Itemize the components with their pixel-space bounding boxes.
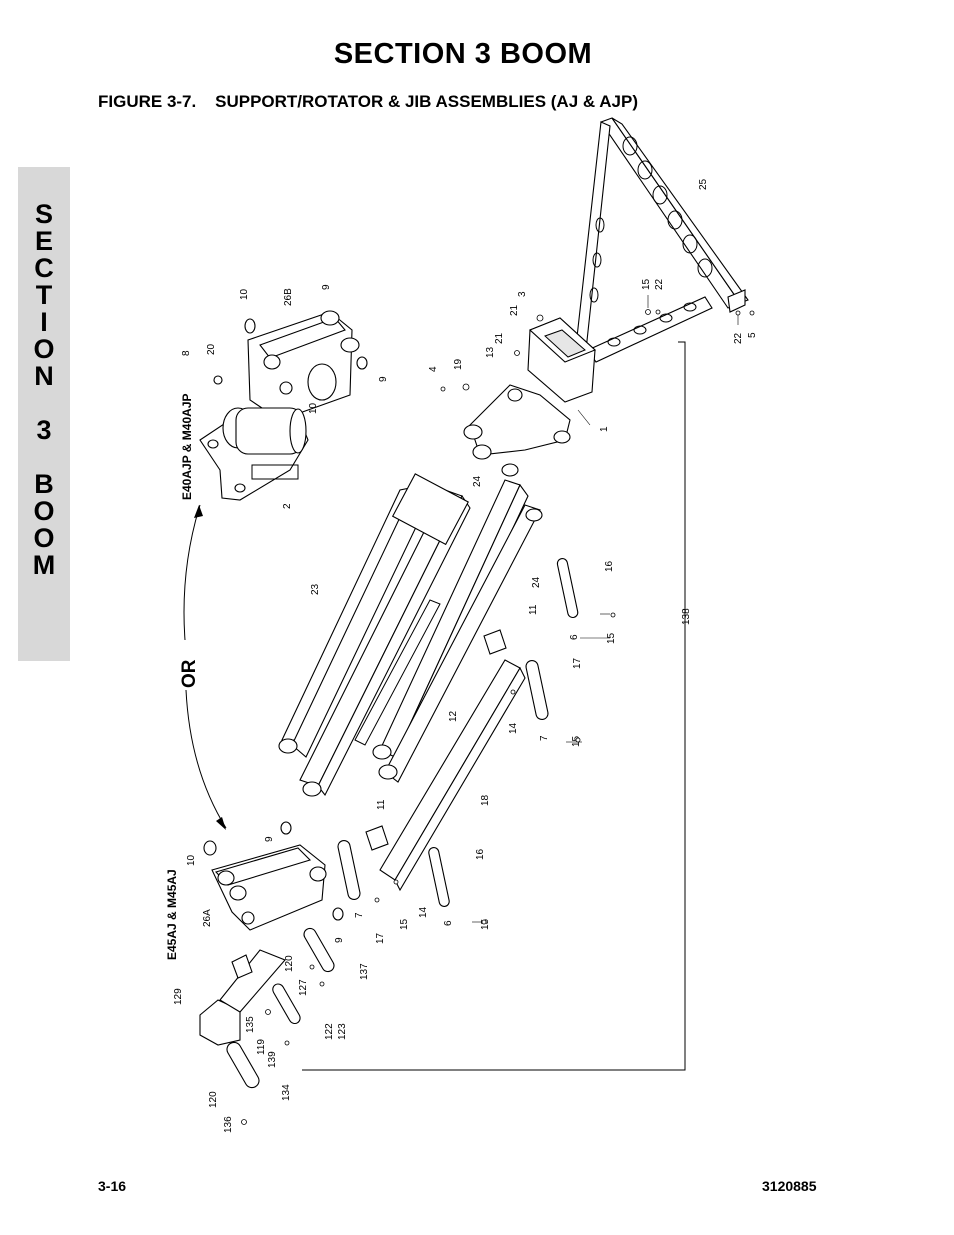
callout-120: 120 <box>284 955 295 972</box>
callout-10: 10 <box>186 854 197 866</box>
section-side-tab: S E C T I O N 3 B O O M <box>18 167 70 661</box>
callout-16: 16 <box>475 848 486 860</box>
callout-21: 21 <box>494 332 505 344</box>
callout-15: 15 <box>606 632 617 644</box>
bottom-variant-drawing <box>199 821 344 1046</box>
callout-12: 12 <box>448 710 459 722</box>
callout-9: 9 <box>264 836 275 842</box>
top-variant-label: E40AJP & M40AJP <box>180 394 194 501</box>
jib-assembly-drawing <box>574 117 749 363</box>
callout-8: 8 <box>181 350 192 356</box>
boom-arms-drawing <box>278 463 543 892</box>
callout-17: 17 <box>572 657 583 669</box>
leader-lines <box>472 295 739 923</box>
callout-134: 134 <box>281 1084 292 1101</box>
callout-24: 24 <box>472 475 483 487</box>
bottom-variant-label: E45AJ & M45AJ <box>165 869 179 960</box>
callout-1: 1 <box>599 426 610 432</box>
figure-title: FIGURE 3-7. SUPPORT/ROTATOR & JIB ASSEMB… <box>98 92 638 111</box>
callout-17: 17 <box>375 932 386 944</box>
top-variant-drawing <box>199 310 368 501</box>
callout-15: 15 <box>480 918 491 930</box>
section-title: SECTION 3 BOOM <box>333 38 593 70</box>
callout-9: 9 <box>321 284 332 290</box>
callout-9: 9 <box>334 937 345 943</box>
callout-11: 11 <box>376 799 387 810</box>
callout-136: 136 <box>223 1116 234 1133</box>
callout-9: 9 <box>378 376 389 382</box>
callout-26A: 26A <box>202 909 213 927</box>
callout-26B: 26B <box>283 288 294 306</box>
callout-21: 21 <box>509 304 520 316</box>
callout-135: 135 <box>245 1016 256 1033</box>
pins-drawing <box>226 558 579 1089</box>
callout-15: 15 <box>399 918 410 930</box>
callout-127: 127 <box>298 979 309 996</box>
callout-129: 129 <box>173 988 184 1005</box>
callout-137: 137 <box>359 963 370 980</box>
callout-123: 123 <box>337 1023 348 1040</box>
callout-3: 3 <box>517 291 528 297</box>
callout-139: 139 <box>267 1051 278 1068</box>
callout-24: 24 <box>531 576 542 588</box>
callout-25: 25 <box>698 178 709 190</box>
callout-10: 10 <box>239 288 250 300</box>
page-number: 3-16 <box>98 1178 127 1194</box>
callout-138: 138 <box>681 608 692 625</box>
callout-labels: 25 15 22 22 5 3 21 21 13 4 19 1 10 26B 9… <box>173 178 758 1133</box>
hardware-dots <box>241 309 755 1125</box>
callout-6: 6 <box>443 920 454 926</box>
callout-6: 6 <box>569 634 580 640</box>
callout-5: 5 <box>747 332 758 338</box>
callout-122: 122 <box>324 1023 335 1040</box>
callout-14: 14 <box>418 906 429 918</box>
or-label: OR <box>179 659 200 688</box>
callout-18: 18 <box>480 794 491 806</box>
callout-16: 16 <box>604 560 615 572</box>
callout-7: 7 <box>539 735 550 741</box>
callout-13: 13 <box>485 346 496 358</box>
callout-22: 22 <box>733 332 744 344</box>
callout-15: 15 <box>641 278 652 290</box>
rotator-drawing <box>463 317 597 460</box>
callout-11: 11 <box>528 604 539 615</box>
callout-20: 20 <box>206 343 217 355</box>
callout-10: 10 <box>308 402 319 414</box>
callout-7: 7 <box>354 912 365 918</box>
callout-120: 120 <box>208 1091 219 1108</box>
callout-14: 14 <box>508 722 519 734</box>
document-number: 3120885 <box>762 1178 817 1194</box>
callout-23: 23 <box>310 583 321 595</box>
callout-2: 2 <box>282 503 293 509</box>
callout-4: 4 <box>428 366 439 372</box>
callout-22: 22 <box>654 278 665 290</box>
side-tab-letters: S E C T I O N 3 B O O M <box>32 199 56 580</box>
callout-119: 119 <box>256 1039 267 1055</box>
callout-19: 19 <box>453 358 464 370</box>
